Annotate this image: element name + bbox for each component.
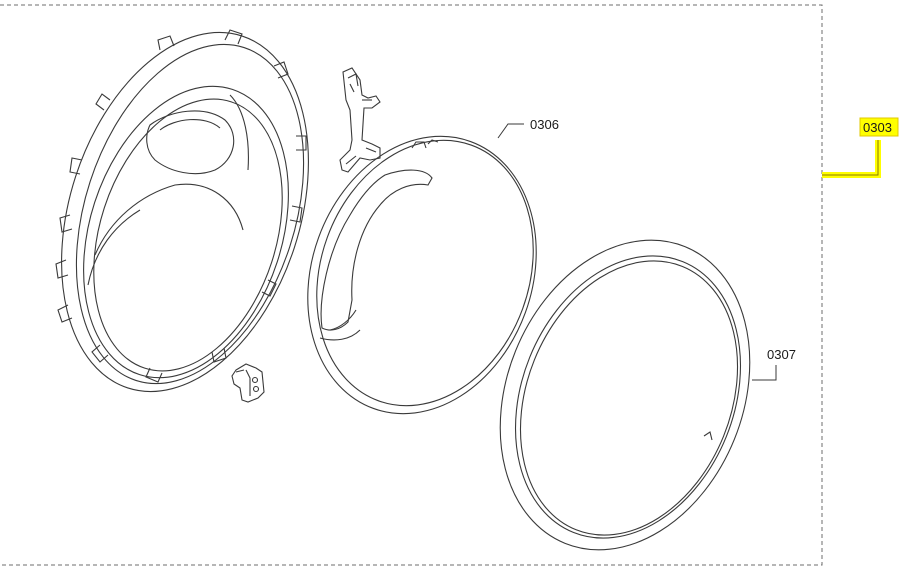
door-outer-frame bbox=[55, 29, 309, 393]
label-assembly: 0303 bbox=[863, 120, 892, 135]
assembly-highlight-leader bbox=[822, 140, 881, 178]
leader-lines bbox=[497, 123, 777, 381]
label-door-ring: 0307 bbox=[767, 347, 796, 362]
door-hinge bbox=[339, 67, 381, 173]
door-window-part bbox=[307, 135, 537, 415]
assembly-group-frame bbox=[0, 4, 823, 566]
label-assembly-highlight: 0303 bbox=[859, 117, 899, 137]
label-door-window: 0306 bbox=[530, 117, 559, 132]
door-ring-part bbox=[499, 239, 751, 551]
door-catch bbox=[231, 363, 265, 403]
